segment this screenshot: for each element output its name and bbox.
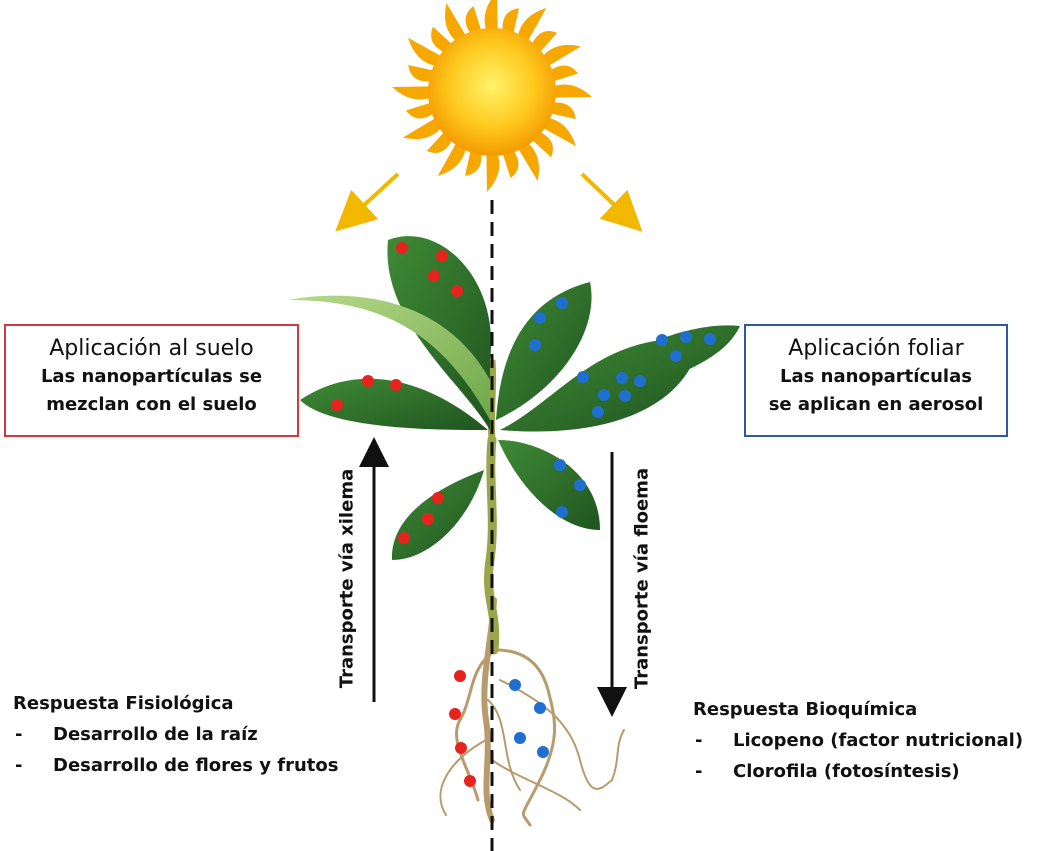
nanoparticle-dot — [428, 270, 440, 282]
foliar-box-line1: Las nanopartículas — [746, 363, 1006, 391]
nanoparticle-dot — [556, 297, 568, 309]
nanoparticle-dot — [556, 506, 568, 518]
soil-box-line1: Las nanopartículas se — [6, 363, 297, 391]
nanoparticle-dot — [704, 333, 716, 345]
nanoparticle-dot — [432, 492, 444, 504]
biochemical-item-2: Clorofila (fotosíntesis) — [733, 761, 960, 782]
sunlight-arrow-left — [350, 174, 398, 218]
nanoparticle-dot — [554, 459, 566, 471]
foliar-box-title: Aplicación foliar — [746, 335, 1006, 363]
soil-box-line2: mezclan con el suelo — [6, 391, 297, 419]
xylem-transport-label: Transporte vía xilema — [337, 464, 358, 694]
nanoparticle-dot — [454, 670, 466, 682]
nanoparticle-dot — [537, 746, 549, 758]
root-system — [440, 600, 624, 825]
nanoparticle-dot — [398, 532, 410, 544]
nanoparticle-dot — [514, 732, 526, 744]
list-item: -Desarrollo de la raíz — [13, 719, 338, 750]
nanoparticle-dot — [509, 679, 521, 691]
nanoparticle-dot — [619, 390, 631, 402]
biochemical-response: Respuesta Bioquímica -Licopeno (factor n… — [693, 694, 1023, 787]
nanoparticle-dot — [577, 371, 589, 383]
nanoparticle-dot — [670, 350, 682, 362]
nanoparticle-dot — [422, 513, 434, 525]
biochemical-item-1: Licopeno (factor nutricional) — [733, 730, 1023, 751]
nanoparticle-dot — [680, 331, 692, 343]
phloem-transport-label: Transporte vía floema — [632, 464, 653, 694]
physiological-response: Respuesta Fisiológica -Desarrollo de la … — [13, 688, 338, 781]
nanoparticle-dot — [449, 708, 461, 720]
nanoparticle-dot — [534, 702, 546, 714]
nanoparticle-dot — [616, 372, 628, 384]
nanoparticle-dot — [331, 399, 343, 411]
sun-ray — [392, 86, 430, 99]
nanoparticle-dot — [656, 334, 668, 346]
leaf-low-left — [392, 470, 484, 560]
soil-application-box: Aplicación al suelo Las nanopartículas s… — [4, 324, 299, 437]
nanoparticle-dot — [529, 339, 541, 351]
nanoparticle-dot — [634, 375, 646, 387]
sun-ray — [486, 154, 499, 192]
nanoparticle-dot — [598, 389, 610, 401]
sun-icon — [392, 0, 592, 192]
foliar-box-line2: se aplican en aerosol — [746, 391, 1006, 419]
sunlight-arrow-right — [582, 174, 628, 218]
nanoparticle-dot — [574, 479, 586, 491]
physiological-heading: Respuesta Fisiológica — [13, 688, 338, 719]
nanoparticle-dot — [451, 285, 463, 297]
biochemical-heading: Respuesta Bioquímica — [693, 694, 1023, 725]
nanoparticle-dot — [592, 406, 604, 418]
nanoparticle-dot — [464, 775, 476, 787]
list-item: -Clorofila (fotosíntesis) — [693, 756, 1023, 787]
sun-ray — [485, 0, 498, 30]
soil-box-title: Aplicación al suelo — [6, 335, 297, 363]
physiological-item-1: Desarrollo de la raíz — [53, 724, 258, 745]
nanoparticle-dot — [362, 375, 374, 387]
nanoparticle-dot — [436, 250, 448, 262]
foliar-application-box: Aplicación foliar Las nanopartículas se … — [744, 324, 1008, 437]
nanoparticle-dot — [390, 379, 402, 391]
physiological-item-2: Desarrollo de flores y frutos — [53, 755, 338, 776]
list-item: -Desarrollo de flores y frutos — [13, 750, 338, 781]
list-item: -Licopeno (factor nutricional) — [693, 725, 1023, 756]
nanoparticle-dot — [534, 312, 546, 324]
nanoparticle-dot — [455, 742, 467, 754]
nanoparticle-dot — [396, 242, 408, 254]
sun-ray — [554, 85, 592, 98]
